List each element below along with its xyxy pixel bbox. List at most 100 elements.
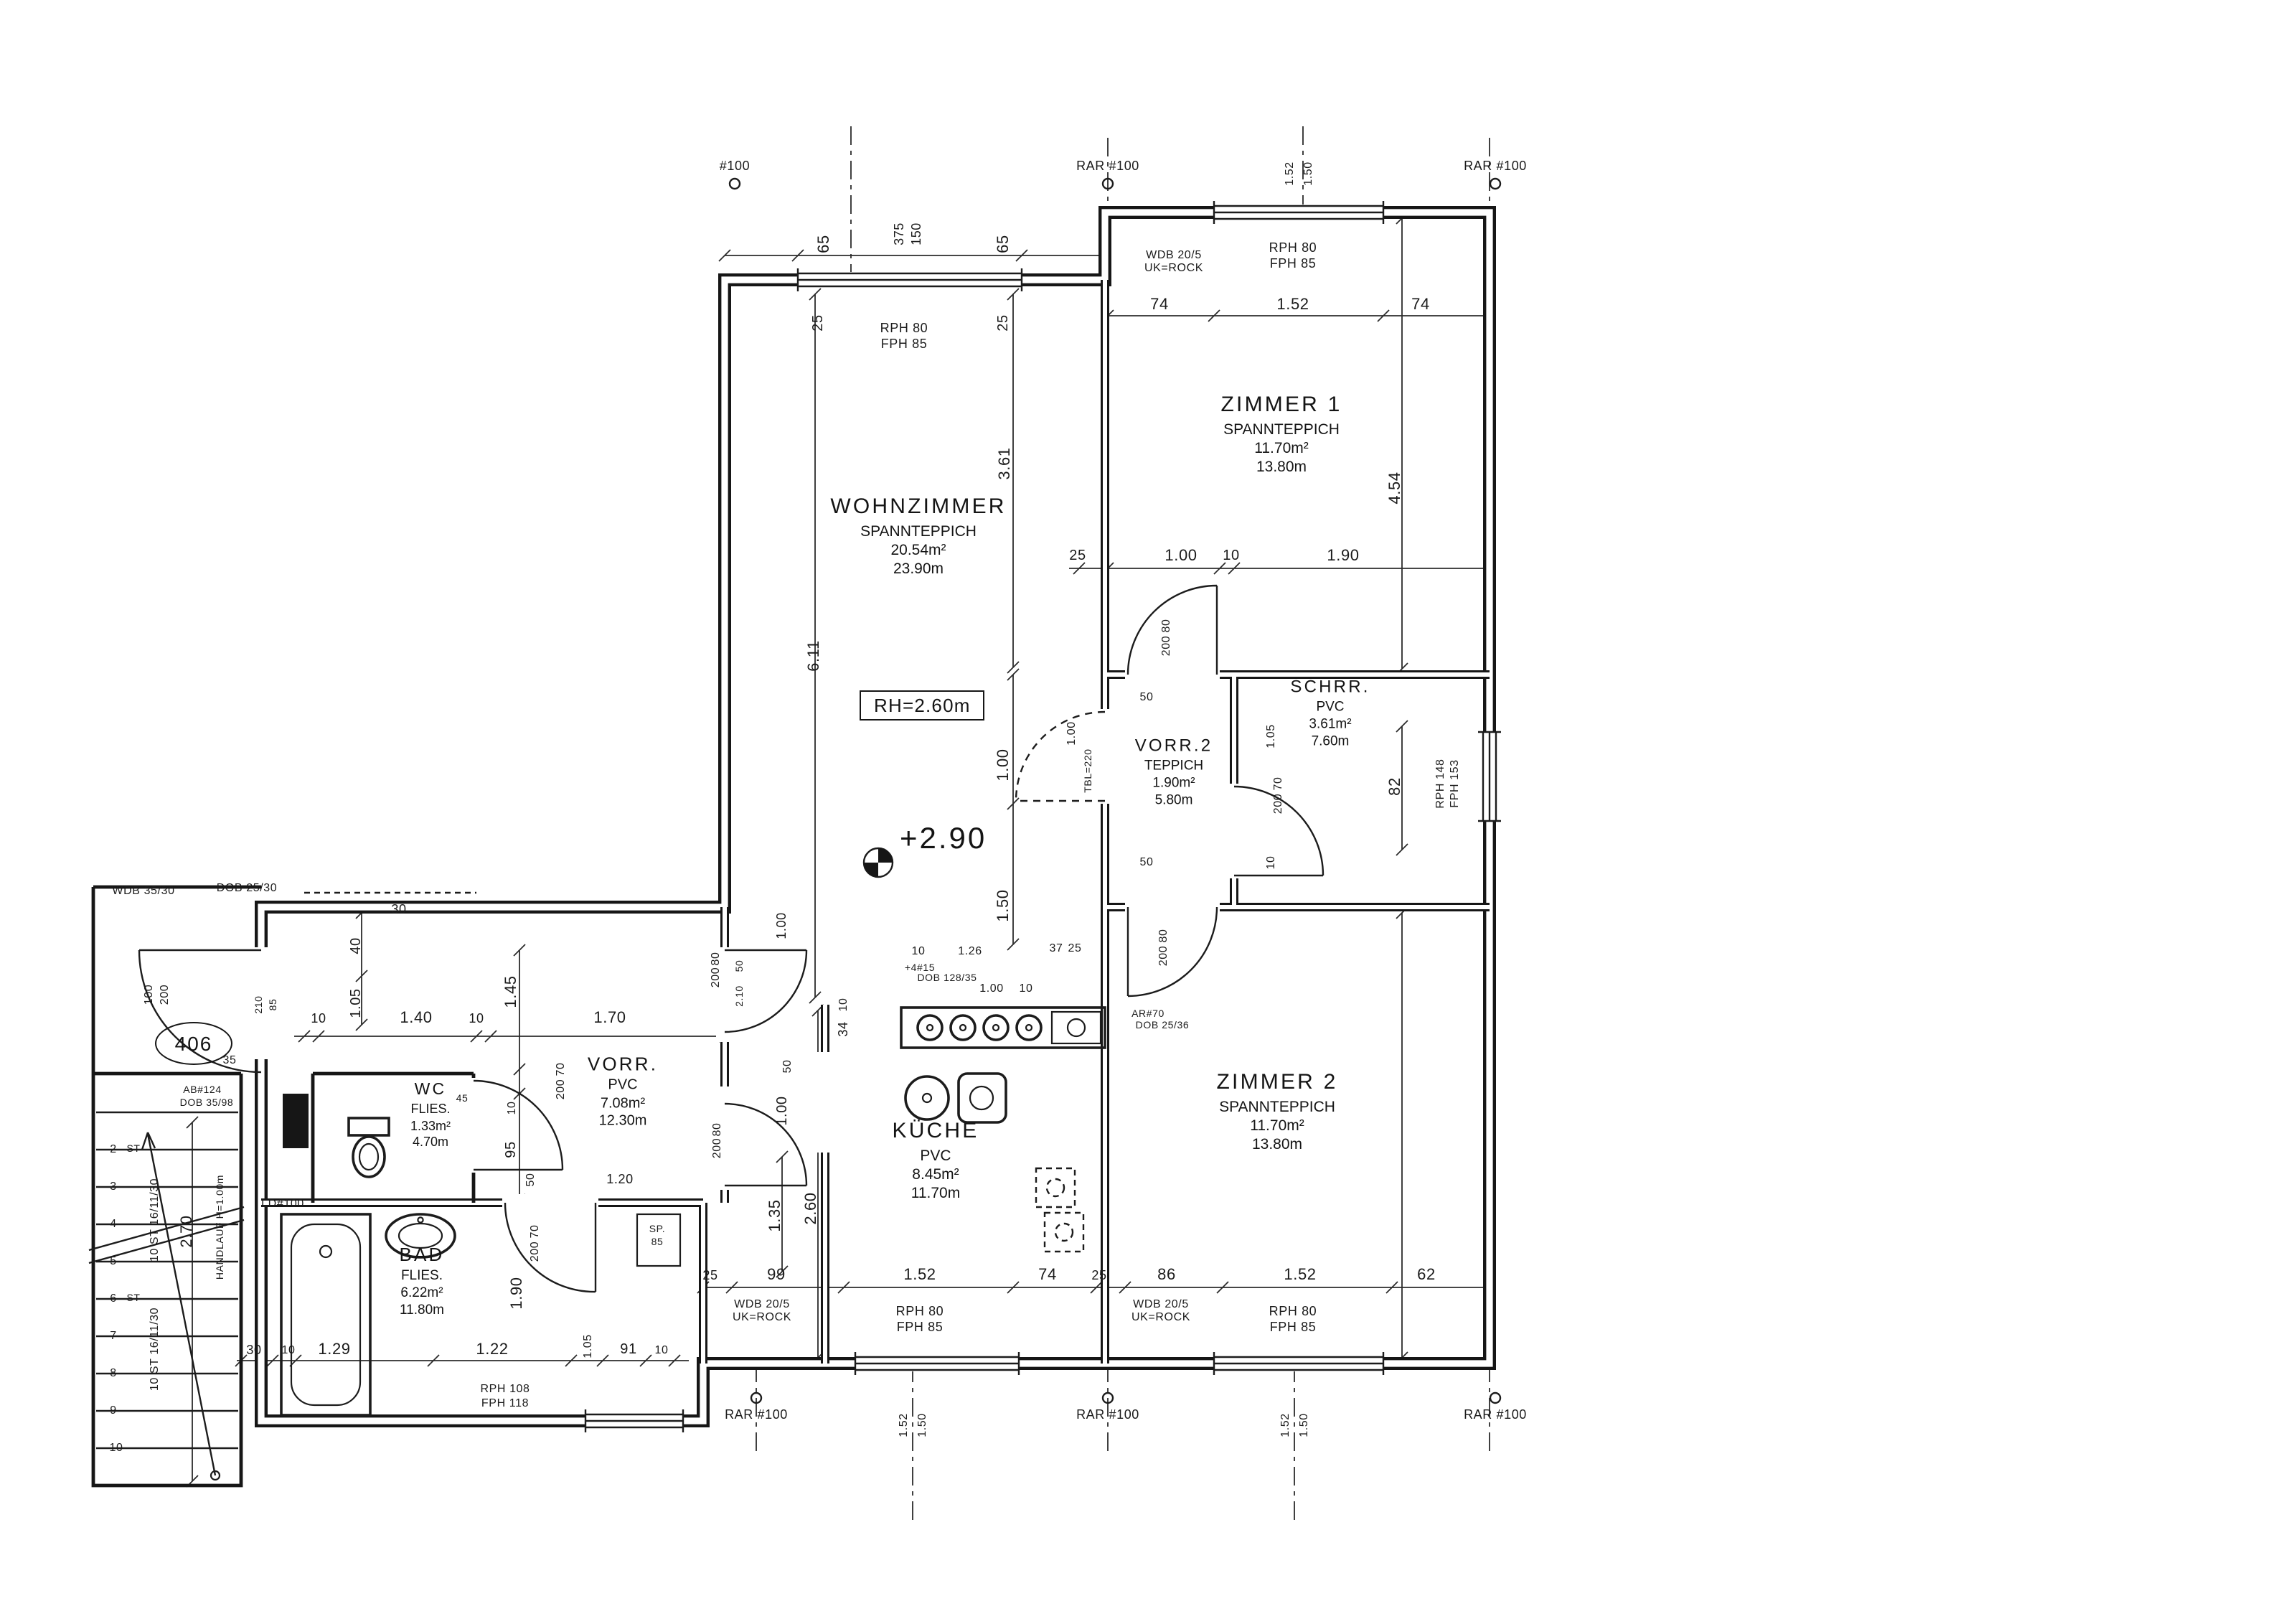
doors bbox=[138, 584, 1325, 1293]
dimension-label: 1.90 bbox=[509, 1277, 526, 1310]
dimension-label: 25 bbox=[996, 314, 1012, 332]
dimension-label: 25 bbox=[702, 1268, 718, 1282]
dimension-label: 10 bbox=[837, 998, 850, 1012]
dimension-label: 65 bbox=[816, 235, 833, 253]
dimension-label: 25 bbox=[1091, 1268, 1107, 1282]
axis-ref-label: RAR #100 bbox=[1464, 159, 1527, 173]
door-wohnzimmer-vorraum2 bbox=[1015, 710, 1106, 802]
door-vorraum2-zimmer1 bbox=[1126, 584, 1218, 675]
dimension-label: 200 bbox=[709, 967, 722, 988]
stair-number-label: 2 bbox=[110, 1142, 117, 1155]
dimension-label: 1.00 bbox=[1065, 721, 1078, 746]
window-kueche bbox=[854, 1352, 1020, 1375]
axis-ref-label: RAR #100 bbox=[1076, 1407, 1139, 1422]
dimension-label: 1.45 bbox=[503, 975, 520, 1008]
window-spec-label: RPH 80 bbox=[1269, 240, 1317, 255]
window-spec-label: RPH 80 bbox=[1269, 1304, 1317, 1318]
room-name: VORR. bbox=[587, 1053, 659, 1075]
axis-ref-label: RAR #100 bbox=[725, 1407, 788, 1422]
dimension-label: 70 bbox=[554, 1062, 567, 1076]
window-bad bbox=[584, 1409, 684, 1432]
dimension-label: 50 bbox=[781, 1059, 794, 1074]
room-name: ZIMMER 2 bbox=[1216, 1069, 1338, 1094]
window-spec-label: WDB 20/5 bbox=[1133, 1297, 1189, 1310]
note-label: LD#100 bbox=[261, 1197, 304, 1210]
room-flooring: PVC bbox=[920, 1147, 951, 1165]
room-flooring: FLIES. bbox=[400, 1268, 443, 1285]
window-spec-label: UK=ROCK bbox=[1144, 261, 1203, 274]
room-perimeter: 11.70m bbox=[911, 1184, 961, 1202]
note-label: +4#15 bbox=[904, 964, 936, 974]
dimension-label: 86 bbox=[1157, 1267, 1176, 1284]
door-vorraum-kueche bbox=[724, 1102, 808, 1187]
window-wohnzimmer bbox=[796, 268, 1023, 291]
dimension-label: 4.54 bbox=[1387, 471, 1404, 504]
dimension-label: 1.52 bbox=[1276, 296, 1309, 314]
closet-sp-symbol bbox=[636, 1213, 682, 1267]
dimension-label: 70 bbox=[528, 1224, 541, 1239]
room-area: 1.33m² bbox=[410, 1118, 451, 1133]
dimension-label: 1.00 bbox=[775, 1096, 791, 1126]
window-zimmer2 bbox=[1213, 1352, 1385, 1375]
stair-number-label: 10 bbox=[109, 1441, 123, 1454]
dimension-label: 25 bbox=[1068, 942, 1082, 954]
note-label: TBL=220 bbox=[1084, 748, 1094, 793]
toilet-symbol bbox=[347, 1117, 390, 1178]
dimension-label: 80 bbox=[709, 952, 722, 966]
dimension-label: 10 bbox=[311, 1011, 326, 1025]
dimension-label: 2.70 bbox=[179, 1215, 196, 1248]
bathtub-symbol bbox=[280, 1213, 372, 1417]
dimension-label: 1.90 bbox=[1327, 548, 1360, 565]
dimension-label: 6.11 bbox=[806, 640, 823, 672]
dimension-label: 1.00 bbox=[979, 982, 1004, 995]
window-spec-label: FPH 85 bbox=[1269, 256, 1317, 271]
dimension-label: 2.60 bbox=[803, 1192, 820, 1225]
stair-number-label: 3 bbox=[110, 1180, 117, 1193]
note-label: AR#70 bbox=[1131, 1010, 1165, 1020]
room-area: 11.70m² bbox=[1250, 1117, 1304, 1135]
note-label: AB#124 bbox=[183, 1086, 222, 1096]
room-perimeter: 7.60m bbox=[1311, 733, 1350, 749]
room-perimeter: 11.80m bbox=[400, 1303, 444, 1319]
dimension-label: 1.29 bbox=[318, 1341, 351, 1358]
dimension-label: 1.22 bbox=[476, 1341, 509, 1358]
dimension-label: 200 bbox=[1271, 793, 1284, 815]
windows bbox=[584, 201, 1501, 1432]
dimension-label: 10 bbox=[654, 1343, 669, 1356]
room-height-label: RH=2.60m bbox=[860, 690, 985, 721]
room-area: 1.90m² bbox=[1152, 775, 1195, 792]
note-label: DOB 35/98 bbox=[179, 1099, 234, 1109]
dimension-label: 30 bbox=[246, 1343, 262, 1357]
dimension-label: 1.52 bbox=[1279, 1413, 1292, 1437]
door-bad bbox=[504, 1202, 597, 1293]
dimension-label: 200 bbox=[1157, 945, 1170, 967]
dimension-label: 1.40 bbox=[400, 1010, 433, 1027]
window-schrankraum bbox=[1478, 731, 1501, 822]
dimension-label: 50 bbox=[1139, 855, 1154, 868]
dimension-label: 50 bbox=[1139, 690, 1154, 703]
window-spec-label: FPH 85 bbox=[896, 1320, 944, 1334]
kitchen-appliance-symbol bbox=[1035, 1167, 1085, 1253]
dimension-label: 1.50 bbox=[1297, 1413, 1310, 1437]
stair-number-label: 6 bbox=[110, 1292, 117, 1305]
dimension-label: 74 bbox=[1411, 296, 1430, 314]
dimension-label: 210 bbox=[255, 995, 265, 1014]
dimension-label: 35 bbox=[222, 1053, 237, 1066]
room-name: BAD bbox=[399, 1244, 445, 1266]
duct-shaft bbox=[283, 1094, 309, 1148]
room-perimeter: 4.70m bbox=[412, 1134, 449, 1149]
stairwell-walls bbox=[91, 885, 261, 1488]
room-area: 3.61m² bbox=[1309, 716, 1352, 733]
room-perimeter: 5.80m bbox=[1154, 792, 1193, 808]
dimension-label: 10 bbox=[911, 944, 926, 957]
washbasin-symbol bbox=[385, 1213, 456, 1259]
room-area: 6.22m² bbox=[400, 1285, 443, 1302]
room-area: 11.70m² bbox=[1254, 439, 1309, 457]
window-spec-label: FPH 85 bbox=[880, 337, 928, 351]
